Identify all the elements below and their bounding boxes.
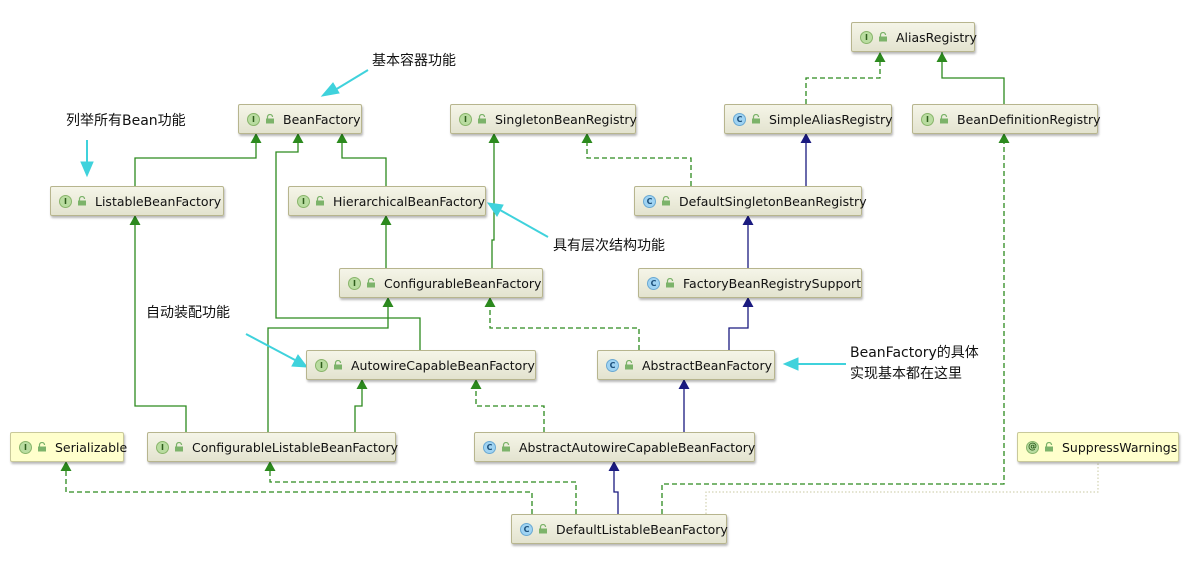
node-abstract-autowire-capable-bean-factory[interactable]: C AbstractAutowireCapableBeanFactory xyxy=(474,432,755,462)
node-label: AliasRegistry xyxy=(896,29,977,45)
lock-icon xyxy=(879,32,887,42)
node-factory-bean-registry-support[interactable]: C FactoryBeanRegistrySupport xyxy=(638,268,862,298)
note-arrow-basic-container xyxy=(320,69,369,97)
edge-abstractautowire-impl-autowire xyxy=(470,379,545,432)
node-simple-alias-registry[interactable]: C SimpleAliasRegistry xyxy=(724,104,893,134)
edge-listable-to-beanfactory xyxy=(134,133,262,186)
node-label: SimpleAliasRegistry xyxy=(769,111,893,127)
node-label: AbstractBeanFactory xyxy=(642,357,772,373)
node-label: FactoryBeanRegistrySupport xyxy=(683,275,862,291)
node-label: SuppressWarnings xyxy=(1062,439,1178,455)
edge-abstractbeanfactory-impl-configurable xyxy=(484,297,640,350)
node-default-listable-bean-factory[interactable]: C DefaultListableBeanFactory xyxy=(511,514,728,544)
edge-beandefregistry-to-aliasregistry xyxy=(936,52,1005,104)
edge-conflistable-to-listable xyxy=(129,215,187,432)
note-list-beans: 列举所有Bean功能 xyxy=(66,113,186,129)
interface-icon: I xyxy=(348,276,361,290)
lock-icon xyxy=(662,196,670,206)
node-configurable-bean-factory[interactable]: I ConfigurableBeanFactory xyxy=(339,268,543,298)
edge-default-impl-conflistable xyxy=(264,461,577,514)
edge-default-annotated-suppresswarnings xyxy=(705,461,1099,514)
class-icon: C xyxy=(733,112,746,126)
node-alias-registry[interactable]: I AliasRegistry xyxy=(851,22,977,52)
note-basic-container: 基本容器功能 xyxy=(372,53,456,69)
note-arrow-bean-factory-impl xyxy=(782,357,846,371)
lock-icon xyxy=(625,360,633,370)
node-label: ConfigurableListableBeanFactory xyxy=(192,439,399,455)
node-serializable[interactable]: I Serializable xyxy=(10,432,128,462)
node-label: AutowireCapableBeanFactory xyxy=(351,357,535,373)
node-label: Serializable xyxy=(55,439,128,455)
node-configurable-listable-bean-factory[interactable]: I ConfigurableListableBeanFactory xyxy=(147,432,399,462)
note-bean-factory-impl-line1: BeanFactory的具体 xyxy=(850,345,979,361)
interface-icon: I xyxy=(921,112,934,126)
edge-autowire-to-beanfactory xyxy=(275,133,421,350)
edge-default-to-abstractautowire xyxy=(608,461,620,514)
interface-icon: I xyxy=(19,440,32,454)
lock-icon xyxy=(78,196,86,206)
node-label: ConfigurableBeanFactory xyxy=(384,275,542,291)
class-icon: C xyxy=(606,358,619,372)
lock-icon xyxy=(1045,442,1053,452)
node-bean-definition-registry[interactable]: I BeanDefinitionRegistry xyxy=(912,104,1101,134)
interface-icon: I xyxy=(156,440,169,454)
interface-icon: I xyxy=(315,358,328,372)
class-icon: C xyxy=(647,276,660,290)
lock-icon xyxy=(334,360,342,370)
lock-icon xyxy=(367,278,375,288)
edge-default-impl-serializable xyxy=(60,461,533,514)
node-label: BeanDefinitionRegistry xyxy=(957,111,1101,127)
interface-icon: I xyxy=(247,112,260,126)
lock-icon xyxy=(38,442,46,452)
lock-icon xyxy=(539,524,547,534)
lock-icon xyxy=(175,442,183,452)
edge-configurable-to-singletonregistry xyxy=(488,133,500,268)
node-label: BeanFactory xyxy=(283,111,361,127)
node-listable-bean-factory[interactable]: I ListableBeanFactory xyxy=(50,186,224,216)
edge-hierarchical-to-beanfactory xyxy=(336,133,387,186)
note-hierarchy: 具有层次结构功能 xyxy=(553,238,665,254)
note-autowire: 自动装配功能 xyxy=(146,305,230,321)
interface-icon: I xyxy=(459,112,472,126)
edge-conflistable-to-autowire xyxy=(354,379,368,432)
node-singleton-bean-registry[interactable]: I SingletonBeanRegistry xyxy=(450,104,637,134)
lock-icon xyxy=(666,278,674,288)
edge-conflistable-to-configurable xyxy=(267,297,394,432)
lock-icon xyxy=(266,114,274,124)
class-icon: C xyxy=(520,522,533,536)
node-bean-factory[interactable]: I BeanFactory xyxy=(238,104,362,134)
node-abstract-bean-factory[interactable]: C AbstractBeanFactory xyxy=(597,350,775,380)
interface-icon: I xyxy=(59,194,72,208)
note-arrow-list-beans xyxy=(80,140,94,178)
node-label: DefaultSingletonBeanRegistry xyxy=(679,193,867,209)
node-label: SingletonBeanRegistry xyxy=(495,111,637,127)
lock-icon xyxy=(316,196,324,206)
node-hierarchical-bean-factory[interactable]: I HierarchicalBeanFactory xyxy=(288,186,486,216)
interface-icon: I xyxy=(297,194,310,208)
interface-icon: I xyxy=(860,30,873,44)
edge-default-impl-beandefregistry xyxy=(661,133,1010,514)
edge-defaultsingleton-impl-singletonregistry xyxy=(581,133,692,186)
node-label: ListableBeanFactory xyxy=(95,193,222,209)
class-icon: C xyxy=(643,194,656,208)
note-arrow-hierarchy xyxy=(486,202,549,238)
node-default-singleton-bean-registry[interactable]: C DefaultSingletonBeanRegistry xyxy=(634,186,867,216)
lock-icon xyxy=(502,442,510,452)
class-icon: C xyxy=(483,440,496,454)
node-label: DefaultListableBeanFactory xyxy=(556,521,728,537)
note-arrow-autowire xyxy=(245,333,309,368)
edge-abstractbeanfactory-to-factorybeansupport xyxy=(728,297,754,350)
node-autowire-capable-bean-factory[interactable]: I AutowireCapableBeanFactory xyxy=(306,350,536,380)
node-suppress-warnings[interactable]: @ SuppressWarnings xyxy=(1017,432,1179,462)
lock-icon xyxy=(478,114,486,124)
note-bean-factory-impl-line2: 实现基本都在这里 xyxy=(850,366,962,382)
edge-simplealias-impl-aliasregistry xyxy=(805,52,886,104)
node-label: AbstractAutowireCapableBeanFactory xyxy=(519,439,756,455)
node-label: HierarchicalBeanFactory xyxy=(333,193,486,209)
lock-icon xyxy=(940,114,948,124)
annotation-icon: @ xyxy=(1026,440,1039,454)
lock-icon xyxy=(752,114,760,124)
